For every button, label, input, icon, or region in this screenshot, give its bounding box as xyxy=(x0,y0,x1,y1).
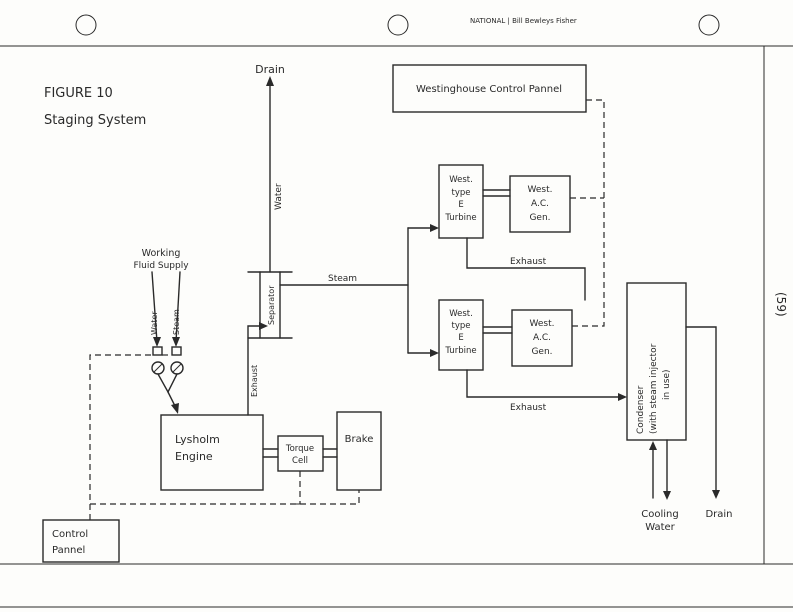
cooling-water-line-2: Water xyxy=(645,522,675,533)
condenser xyxy=(626,282,687,441)
upper-generator xyxy=(509,175,571,233)
condenser-line-1: Condenser xyxy=(636,385,646,434)
steam-feed-label: Steam xyxy=(172,309,181,335)
torque-cell-line-2: Cell xyxy=(292,456,308,466)
lysholm-engine-line-2: Engine xyxy=(175,450,213,463)
header-stamp: NATIONAL | Bill Bewleys Fisher xyxy=(470,17,577,25)
working-fluid-line-1: Working xyxy=(142,248,181,259)
upper-exhaust-label: Exhaust xyxy=(510,257,547,267)
lower-turbine-line-4: Turbine xyxy=(444,346,476,356)
steam-feed-arrow xyxy=(172,337,180,347)
upper-turbine-line-1: West. xyxy=(449,175,473,185)
separator-label: Separator xyxy=(267,285,276,325)
lysholm-engine-line-1: Lysholm xyxy=(175,433,220,446)
lower-generator-control-wire xyxy=(572,99,605,327)
figure-number: FIGURE 10 xyxy=(44,86,113,101)
valve-control-wire xyxy=(89,354,153,520)
engine-feed-arrow xyxy=(171,403,179,414)
lower-turbine-line-2: type xyxy=(452,321,471,331)
lysholm-engine xyxy=(160,414,264,491)
feed-merge-lines xyxy=(157,373,178,394)
condenser-drain-line xyxy=(685,326,717,492)
lower-generator xyxy=(511,309,573,367)
steam-label: Steam xyxy=(328,274,357,284)
engine-exhaust-arrow xyxy=(259,322,268,330)
upper-turbine-line-4: Turbine xyxy=(444,213,476,223)
upper-turbine-line-3: E xyxy=(458,200,463,210)
lower-turbine xyxy=(438,299,484,371)
engine-exhaust-label: Exhaust xyxy=(250,365,259,397)
lower-turbine-line-3: E xyxy=(458,333,463,343)
torque-cell-line-1: Torque xyxy=(285,444,314,454)
working-fluid-line-2: Fluid Supply xyxy=(133,261,189,271)
brake xyxy=(336,411,382,491)
steam-valve-mark xyxy=(172,363,182,373)
steam-flow-meter xyxy=(171,346,182,356)
condenser-drain-label: Drain xyxy=(705,509,732,520)
westinghouse-control-panel xyxy=(392,64,587,113)
binder-hole-right xyxy=(698,14,720,36)
water-vertical-label: Water xyxy=(274,183,284,210)
condenser-line-2: (with steam injector xyxy=(649,343,659,434)
upper-generator-line-3: Gen. xyxy=(529,213,550,223)
steam-arrow-upper xyxy=(430,224,439,232)
brake-label: Brake xyxy=(345,434,374,445)
lower-turbine-line-1: West. xyxy=(449,309,473,319)
lower-generator-line-3: Gen. xyxy=(531,347,552,357)
figure-title: Staging System xyxy=(44,113,146,128)
binder-hole-center xyxy=(387,14,409,36)
brake-control-wire xyxy=(90,490,360,505)
steam-arrow-lower xyxy=(430,349,439,357)
water-feed-line xyxy=(151,271,158,343)
water-valve-mark xyxy=(153,363,163,373)
page-number: (59) xyxy=(774,292,788,317)
drain-top-label: Drain xyxy=(255,63,285,76)
engine-exhaust-line xyxy=(247,325,263,416)
upper-turbine-line-2: type xyxy=(452,188,471,198)
condenser-line-3: in use) xyxy=(662,369,672,400)
local-control-panel-line-1: Control xyxy=(52,529,88,540)
local-control-panel-line-2: Pannel xyxy=(52,545,85,556)
binder-hole-left xyxy=(75,14,97,36)
upper-exhaust-line xyxy=(466,237,586,301)
cooling-water-out-arrow xyxy=(663,491,671,500)
water-feed-arrow xyxy=(153,337,161,347)
upper-generator-line-1: West. xyxy=(528,185,553,195)
lower-exhaust-line xyxy=(466,369,621,398)
lower-exhaust-label: Exhaust xyxy=(510,403,547,413)
water-flow-meter xyxy=(152,346,163,356)
cooling-water-line-1: Cooling xyxy=(641,509,678,520)
water-feed-label: Water xyxy=(150,311,159,335)
upper-turbine xyxy=(438,164,484,239)
westinghouse-control-panel-label: Westinghouse Control Pannel xyxy=(416,84,562,95)
steam-feed-line xyxy=(175,271,181,343)
cooling-water-in-arrow xyxy=(649,441,657,450)
lower-generator-line-1: West. xyxy=(530,319,555,329)
lower-exhaust-arrow xyxy=(618,393,627,401)
local-control-panel xyxy=(42,519,120,563)
drain-arrow-top xyxy=(266,76,274,86)
upper-generator-line-2: A.C. xyxy=(531,199,549,209)
lower-generator-line-2: A.C. xyxy=(533,333,551,343)
condenser-drain-arrow xyxy=(712,490,720,499)
